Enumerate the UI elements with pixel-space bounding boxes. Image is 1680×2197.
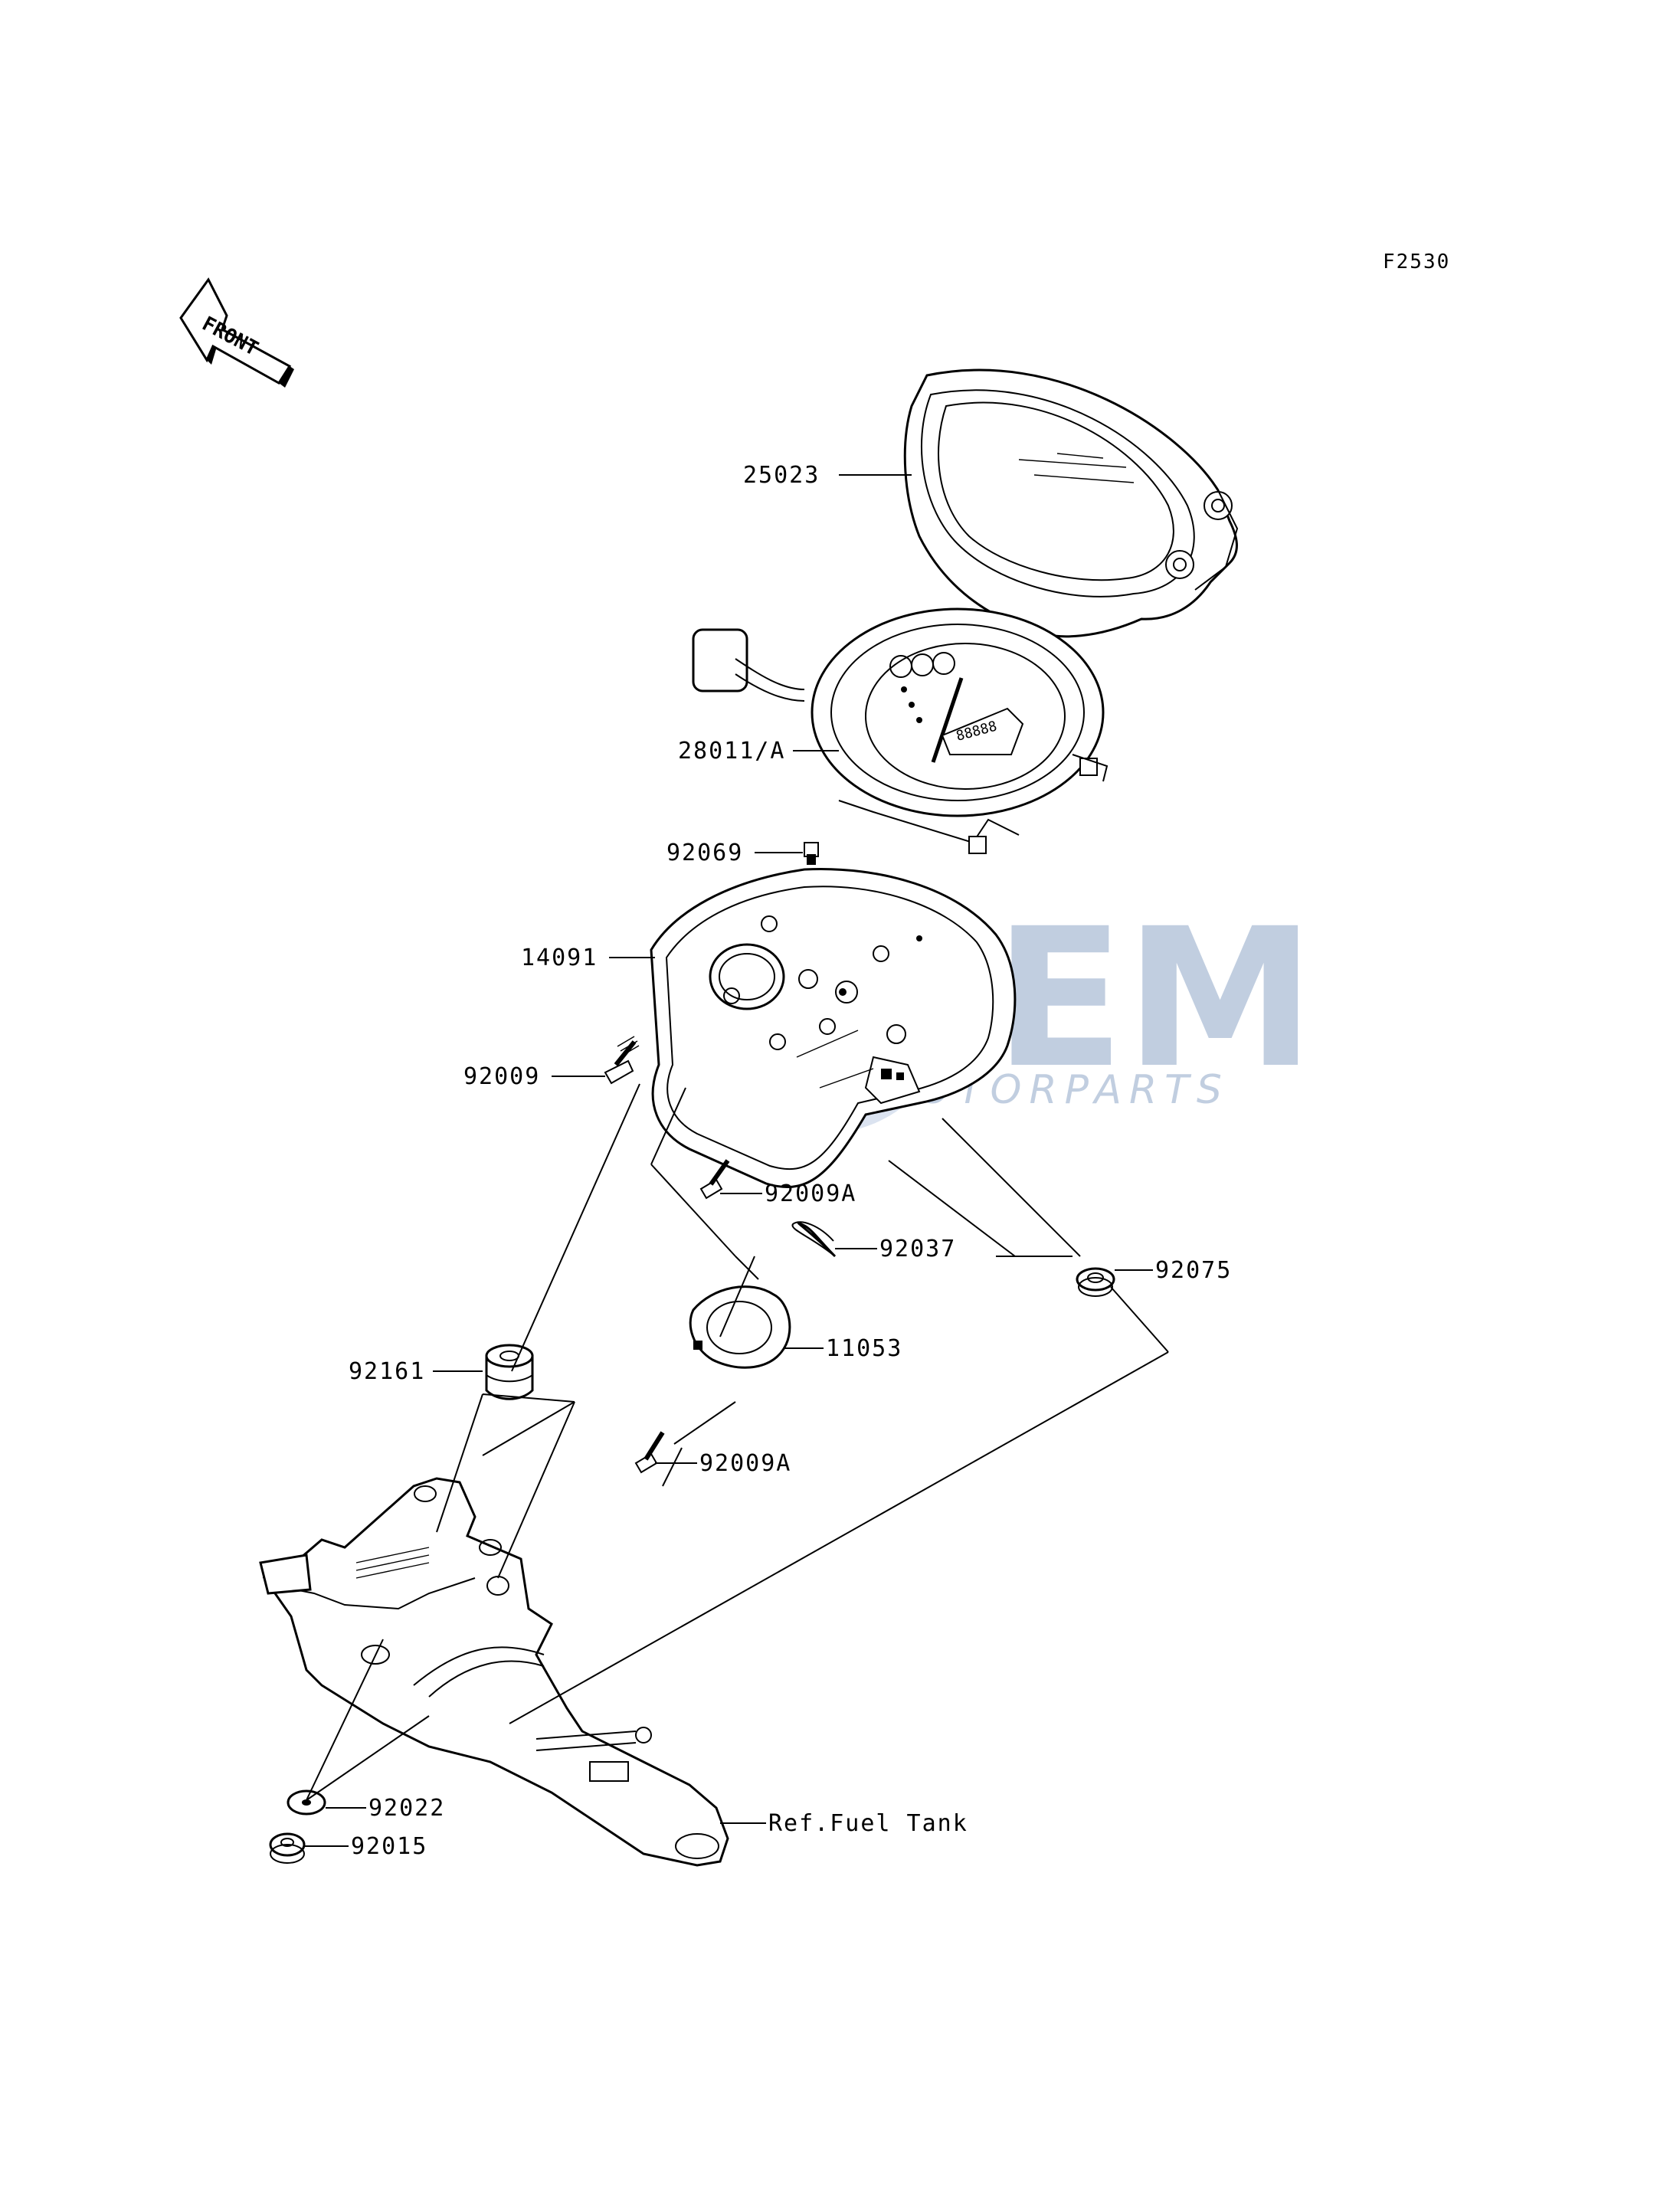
washer-92022 xyxy=(287,1789,326,1816)
meter-case-14091 xyxy=(650,867,1017,1189)
nut-92015 xyxy=(269,1832,306,1864)
plate-11053 xyxy=(689,1285,791,1369)
meter-assembly-28011: 88888 xyxy=(692,607,1109,854)
label-92075: 92075 xyxy=(1155,1257,1232,1284)
label-28011a: 28011/A xyxy=(678,738,785,765)
damper-92161 xyxy=(485,1344,534,1400)
label-92161: 92161 xyxy=(349,1358,425,1385)
front-arrow-icon: FRONT xyxy=(179,277,294,388)
label-92037: 92037 xyxy=(879,1236,956,1262)
screw-92069 xyxy=(804,842,819,865)
screw-92009a-lower xyxy=(634,1431,665,1474)
label-92022: 92022 xyxy=(368,1795,445,1822)
label-11053: 11053 xyxy=(826,1335,902,1362)
figure-code: F2530 xyxy=(1383,250,1450,273)
label-92015: 92015 xyxy=(351,1833,427,1860)
screw-92009 xyxy=(604,1036,640,1085)
screw-92009a-upper xyxy=(699,1159,730,1200)
label-92009: 92009 xyxy=(463,1063,540,1090)
meter-cover-25023 xyxy=(903,368,1239,638)
label-92009a-upper: 92009A xyxy=(765,1180,856,1207)
clamp-92037 xyxy=(791,1221,837,1258)
label-92069: 92069 xyxy=(666,840,743,866)
label-25023: 25023 xyxy=(743,462,820,489)
label-92009a-lower: 92009A xyxy=(699,1450,791,1477)
grommet-92075 xyxy=(1076,1267,1115,1297)
assembly-guide-lines xyxy=(306,1083,1169,1801)
label-14091: 14091 xyxy=(521,945,598,971)
label-ref-fuel-tank: Ref.Fuel Tank xyxy=(768,1810,968,1837)
